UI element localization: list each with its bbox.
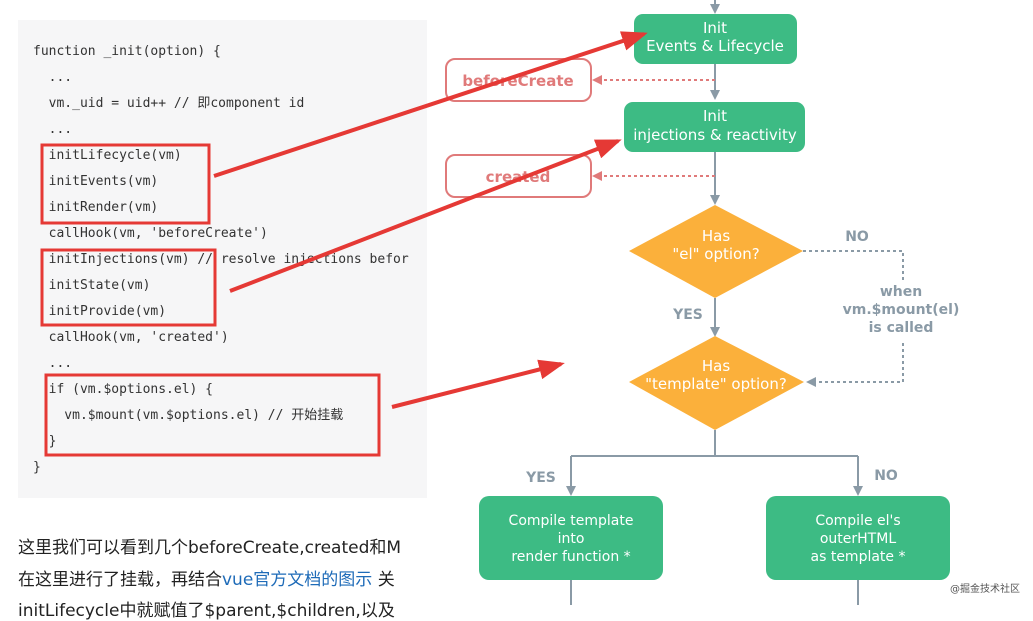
- before-create-hook: [445, 58, 592, 102]
- highlight-box-init-state: [40, 248, 217, 327]
- vue-docs-link[interactable]: vue官方文档的图示: [222, 570, 373, 590]
- code-line: ...: [33, 122, 73, 137]
- code-line: }: [33, 460, 41, 475]
- init-events-subtitle: Events & Lifecycle: [646, 37, 784, 55]
- yes-label-2: YES: [525, 470, 556, 486]
- init-injections-title: Init: [703, 107, 727, 125]
- code-line: vm.$mount(vm.$options.el) // 开始挂载: [33, 408, 344, 423]
- no-label-2: NO: [874, 468, 898, 484]
- code-line: initProvide(vm): [33, 304, 167, 319]
- init-injections-box: [624, 102, 805, 152]
- watermark: @掘金技术社区: [950, 582, 1020, 595]
- highlight-box-init-lifecycle: [40, 143, 211, 225]
- compile-template-line-1: Compile template: [509, 513, 634, 529]
- code-line: initRender(vm): [33, 200, 159, 215]
- article-line-1: 这里我们可以看到几个beforeCreate,created和M: [18, 538, 402, 558]
- compile-template-line-3: render function *: [511, 549, 630, 565]
- highlight-box-mount: [44, 373, 381, 457]
- compile-template-line-2: into: [558, 531, 585, 547]
- annotation-arrow-template: [391, 359, 565, 409]
- has-el-subtitle: "el" option?: [672, 245, 759, 263]
- no-label-1: NO: [845, 229, 869, 245]
- has-el-title: Has: [702, 227, 730, 245]
- has-template-decision: [629, 336, 804, 430]
- code-line: ...: [33, 356, 73, 371]
- no-el-loop: [803, 250, 904, 387]
- annotation-arrow-injections: [229, 139, 622, 293]
- init-injections-subtitle: injections & reactivity: [633, 126, 797, 144]
- article-line-2-text: 在这里进行了挂载，再结合: [18, 570, 222, 590]
- has-el-decision: [629, 205, 803, 298]
- has-template-subtitle: "template" option?: [645, 375, 787, 393]
- init-events-title: Init: [703, 19, 727, 37]
- article-line-2-tail: 关: [372, 570, 395, 590]
- code-line: callHook(vm, 'beforeCreate'): [33, 226, 268, 241]
- code-line: function _init(option) {: [33, 44, 221, 59]
- code-line: callHook(vm, 'created'): [33, 330, 229, 345]
- code-line: vm._uid = uid++ // 即component id: [33, 96, 305, 111]
- when-label: when: [880, 284, 922, 300]
- yes-label-1: YES: [672, 307, 703, 323]
- code-line: initLifecycle(vm): [33, 148, 182, 163]
- init-events-box: [634, 14, 797, 64]
- compile-el-line-3: as template *: [811, 549, 906, 565]
- compile-el-box: [766, 496, 950, 580]
- code-line: initInjections(vm) // resolve injections…: [33, 252, 409, 267]
- when-mount-bg: [840, 280, 966, 340]
- is-called-label: is called: [869, 320, 934, 336]
- compile-el-line-1: Compile el's: [815, 513, 900, 529]
- lifecycle-diagram: Init Events & Lifecycle beforeCreate Ini…: [40, 0, 1020, 605]
- code-block: [18, 20, 430, 498]
- code-line: if (vm.$options.el) {: [33, 382, 214, 397]
- article-line-2: 在这里进行了挂载，再结合vue官方文档的图示 关: [18, 565, 395, 590]
- compile-template-box: [479, 496, 663, 580]
- code-line: initEvents(vm): [33, 174, 159, 189]
- vm-mount-label: vm.$mount(el): [843, 302, 960, 318]
- code-line: ...: [33, 70, 73, 85]
- compile-el-line-2: outerHTML: [820, 531, 896, 547]
- has-template-title: Has: [702, 357, 730, 375]
- annotation-arrow-events: [213, 31, 648, 178]
- code-line: }: [33, 434, 57, 449]
- code-line: initState(vm): [33, 278, 151, 293]
